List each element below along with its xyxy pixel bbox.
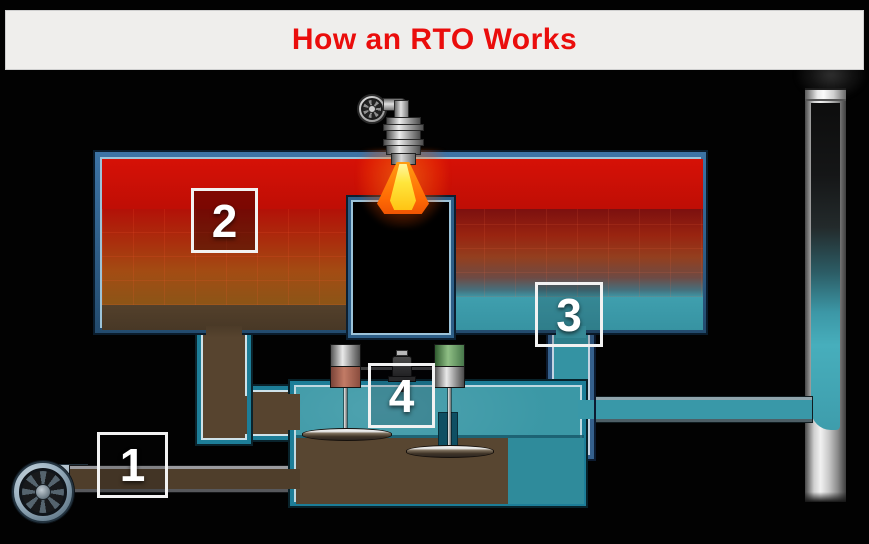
valve-drive-motor-cap	[396, 350, 408, 356]
clean-air-duct-to-stack	[575, 397, 812, 422]
valve-drive-motor-stem	[401, 382, 404, 392]
valve-drive-motor-base	[388, 376, 416, 382]
valve-box-right-port	[578, 400, 594, 419]
fan-hub-icon	[35, 484, 51, 500]
step-number: 2	[211, 194, 238, 247]
duct-elbow-joint	[207, 396, 247, 434]
burner-flange	[383, 139, 424, 146]
step-label-3: 3	[535, 282, 603, 347]
step-label-4: 4	[368, 363, 435, 428]
burner-fan-hub-icon	[368, 105, 376, 113]
page-title: How an RTO Works	[291, 23, 578, 56]
actuator-band-red	[330, 366, 361, 388]
valve-actuator-icon	[434, 344, 465, 388]
inlet-bed-port	[206, 326, 242, 338]
valve-box-clean-air-plenum	[508, 438, 584, 504]
dirty-air-inlet-duct	[70, 466, 302, 492]
step-label-1: 1	[97, 432, 168, 498]
actuator-cylinder	[330, 344, 361, 367]
stack-exhaust-gas	[811, 103, 840, 430]
valve-actuator-icon	[330, 344, 361, 388]
burner-flange	[383, 124, 424, 131]
valve-box-left-upper-port	[282, 394, 300, 430]
valve-stem	[448, 382, 451, 447]
outlet-plenum-clean-air	[453, 297, 703, 330]
poppet-valve-disc	[406, 445, 494, 458]
inlet-media-bed	[102, 209, 353, 305]
valve-stem	[344, 382, 347, 430]
actuator-cylinder	[434, 366, 465, 388]
outlet-bed-port	[556, 326, 586, 338]
poppet-valve-disc	[302, 428, 392, 441]
valve-box-left-lower-port	[282, 469, 300, 489]
burner-icon	[386, 117, 421, 155]
step-number: 1	[119, 439, 146, 491]
step-number: 3	[556, 288, 582, 341]
step-label-2: 2	[191, 188, 258, 253]
slide-header: How an RTO Works	[5, 10, 864, 70]
inlet-plenum-dirty-air	[102, 305, 353, 330]
step-number: 4	[388, 369, 415, 422]
actuator-band-green	[434, 344, 465, 367]
valve-box-interior	[294, 385, 584, 504]
stack-bottom-rim	[805, 492, 846, 502]
stack-top-rim	[805, 88, 846, 101]
valve-box	[288, 379, 588, 508]
